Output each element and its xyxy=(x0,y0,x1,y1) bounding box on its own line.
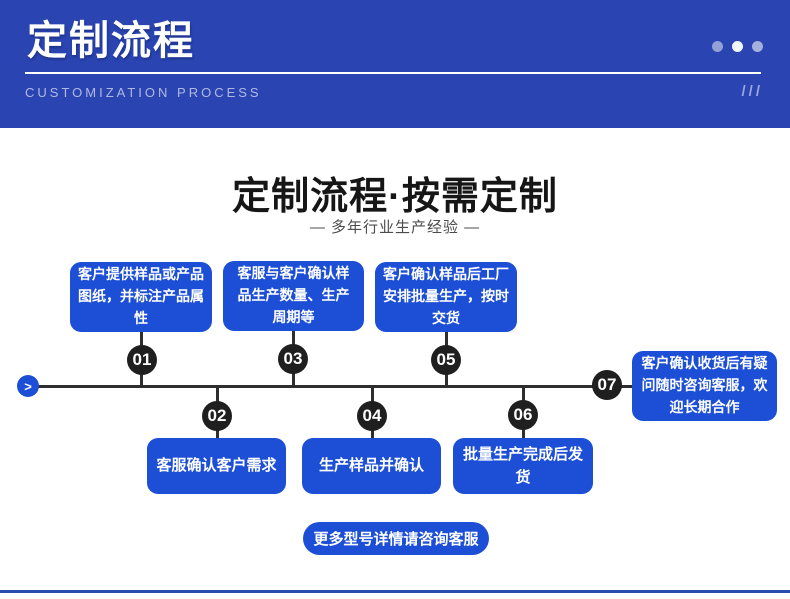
flow-step-number-7: 07 xyxy=(592,370,622,400)
flow-step-number-4: 04 xyxy=(357,401,387,431)
banner: 定制流程 CUSTOMIZATION PROCESS /// xyxy=(0,0,790,128)
timeline-line xyxy=(28,385,632,388)
flow-step-number-3: 03 xyxy=(278,344,308,374)
bottom-divider xyxy=(0,590,790,593)
flow-step-box-4: 生产样品并确认 xyxy=(302,438,441,494)
flow-step-box-3: 客服与客户确认样品生产数量、生产周期等 xyxy=(223,261,364,331)
banner-title: 定制流程 xyxy=(27,19,195,63)
banner-subtitle: CUSTOMIZATION PROCESS xyxy=(25,85,262,100)
slashes-decoration: /// xyxy=(741,83,763,100)
start-arrow-icon: > xyxy=(17,375,39,397)
flow-step-box-1: 客户提供样品或产品图纸，并标注产品属性 xyxy=(70,262,212,332)
flow-step-box-2: 客服确认客户需求 xyxy=(147,438,286,494)
start-arrow-glyph: > xyxy=(24,378,32,394)
banner-underline xyxy=(25,72,761,74)
flow-step-number-2: 02 xyxy=(202,401,232,431)
section-title: 定制流程·按需定制 xyxy=(232,176,558,218)
dot-icon xyxy=(752,41,763,52)
flow-step-number-1: 01 xyxy=(127,345,157,375)
dot-icon xyxy=(712,41,723,52)
dot-icon xyxy=(732,41,743,52)
flow-step-box-7: 客户确认收货后有疑问随时咨询客服，欢迎长期合作 xyxy=(632,351,777,421)
flow-step-box-5: 客户确认样品后工厂安排批量生产，按时交货 xyxy=(375,262,517,332)
banner-dots xyxy=(712,41,763,52)
flow-step-number-5: 05 xyxy=(431,345,461,375)
flow-step-number-6: 06 xyxy=(508,400,538,430)
flow-step-box-6: 批量生产完成后发货 xyxy=(453,438,593,494)
contact-service-button[interactable]: 更多型号详情请咨询客服 xyxy=(303,522,489,555)
section-subtitle: — 多年行业生产经验 — xyxy=(309,219,481,236)
